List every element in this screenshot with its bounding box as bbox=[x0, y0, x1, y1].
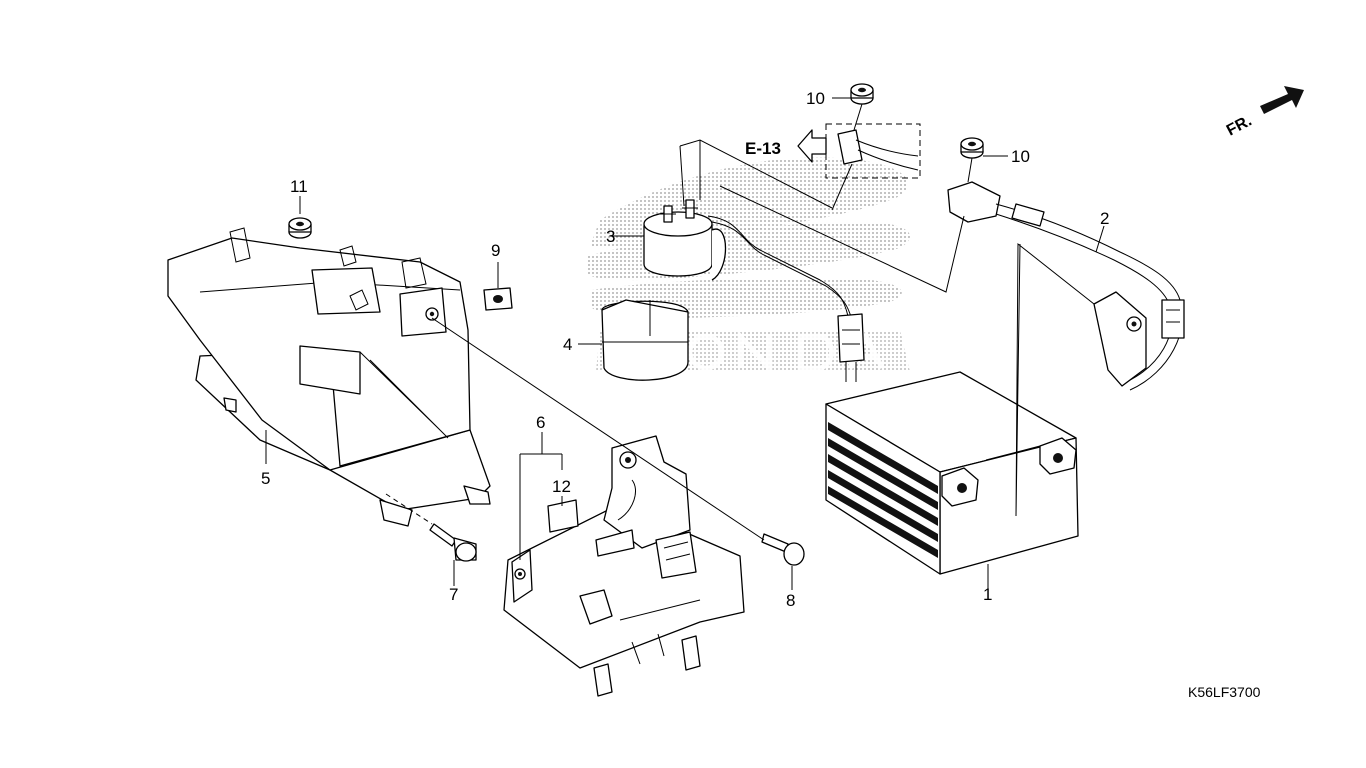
battery-tray-part-5 bbox=[167, 227, 491, 527]
callout-4: 4 bbox=[563, 335, 572, 354]
clip-part-9 bbox=[483, 287, 513, 311]
battery-part-1 bbox=[825, 371, 1079, 575]
leader-lines bbox=[265, 97, 1105, 590]
front-direction-indicator: FR. bbox=[1224, 86, 1304, 140]
callout-11: 11 bbox=[290, 177, 308, 196]
diagram-reference-code: K56LF3700 bbox=[1188, 684, 1261, 700]
callout-9: 9 bbox=[491, 241, 500, 260]
battery-cable-part-2 bbox=[947, 181, 1185, 391]
callout-12: 12 bbox=[552, 477, 571, 496]
connector-detail-box bbox=[825, 123, 921, 179]
screw-part-8 bbox=[761, 533, 805, 566]
right-nut-part-10 bbox=[960, 137, 984, 159]
callout-10-upper: 10 bbox=[806, 89, 825, 108]
callout-1: 1 bbox=[983, 585, 992, 604]
front-arrow-icon bbox=[1260, 86, 1304, 114]
starter-relay-part-3 bbox=[643, 199, 865, 382]
callout-7: 7 bbox=[449, 585, 458, 604]
relay-cover-part-4 bbox=[601, 299, 689, 381]
callout-6: 6 bbox=[536, 413, 545, 432]
callout-8: 8 bbox=[786, 591, 795, 610]
bolt-part-7 bbox=[429, 523, 477, 562]
callout-5: 5 bbox=[261, 469, 270, 488]
upper-nut-part-10 bbox=[850, 83, 874, 105]
battery-ribs bbox=[828, 422, 938, 558]
section-ref-arrow bbox=[797, 129, 827, 163]
callout-10-right: 10 bbox=[1011, 147, 1030, 166]
direction-label: FR. bbox=[1224, 112, 1255, 139]
callout-3: 3 bbox=[606, 227, 615, 246]
pad-part-12 bbox=[547, 499, 579, 533]
battery-holder-part-6 bbox=[503, 435, 745, 697]
nut-part-11 bbox=[288, 217, 312, 239]
callout-2: 2 bbox=[1100, 209, 1109, 228]
section-ref-label: E-13 bbox=[745, 139, 781, 158]
